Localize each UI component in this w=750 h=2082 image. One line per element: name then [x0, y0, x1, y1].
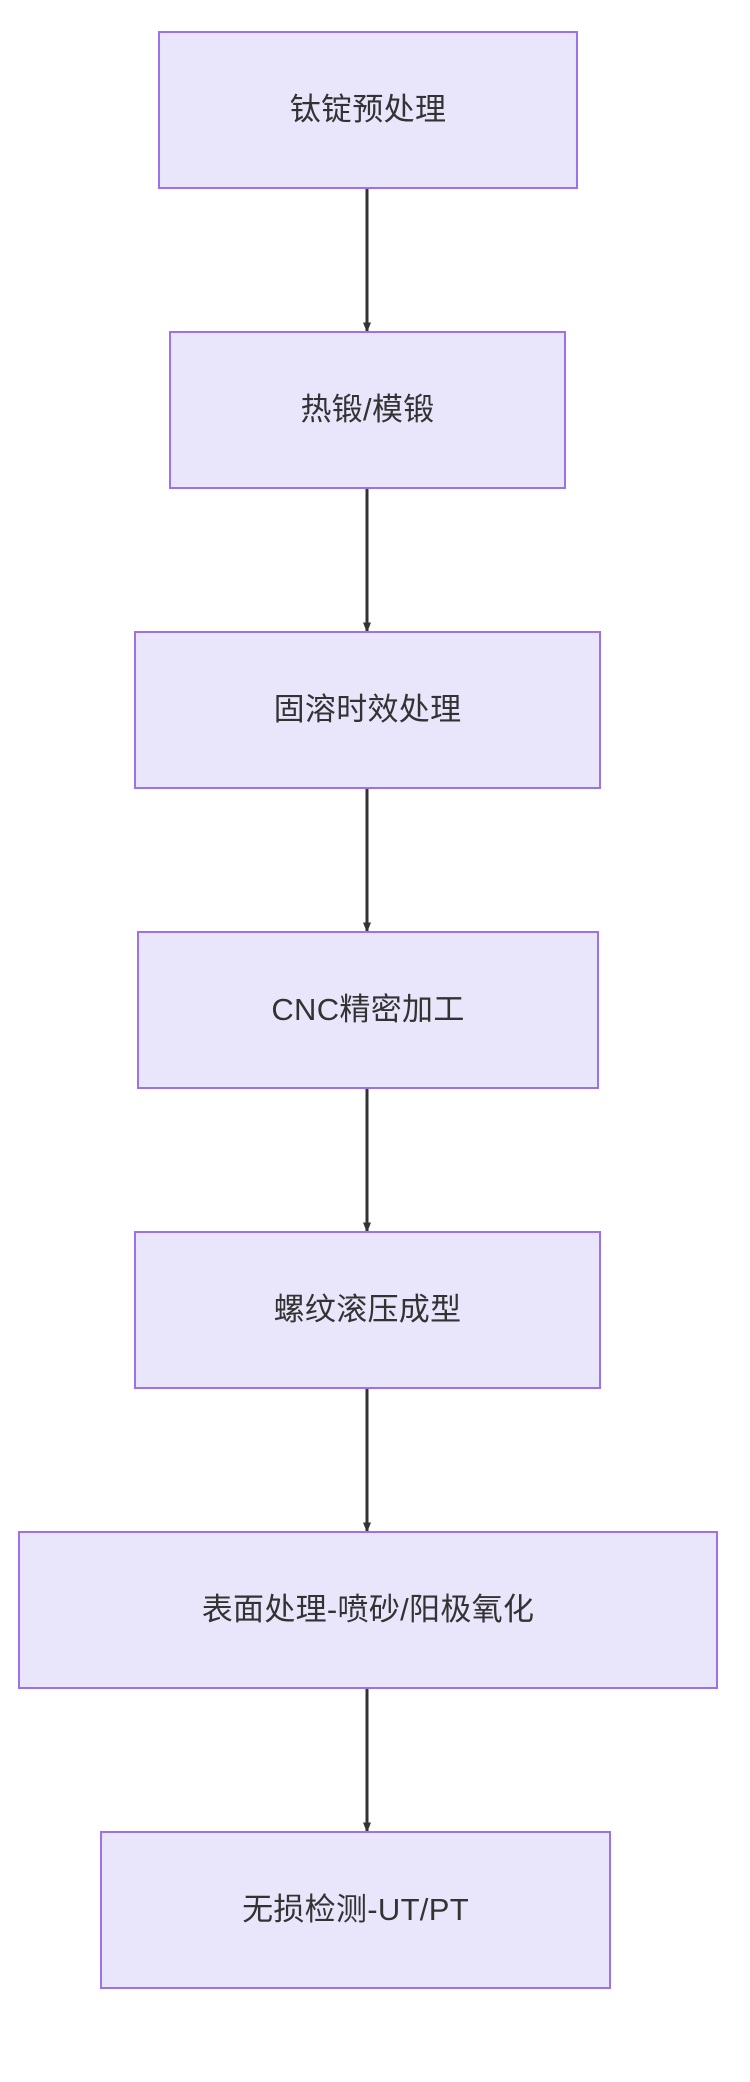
flow-node-label: 螺纹滚压成型	[273, 1291, 462, 1327]
flow-node-n1[interactable]: 钛锭预处理	[158, 31, 578, 189]
flow-node-n5[interactable]: 螺纹滚压成型	[134, 1231, 601, 1389]
flow-node-label: 固溶时效处理	[273, 691, 462, 727]
flow-node-n4[interactable]: CNC精密加工	[137, 931, 599, 1089]
flow-node-n3[interactable]: 固溶时效处理	[134, 631, 601, 789]
flow-node-n2[interactable]: 热锻/模锻	[169, 331, 566, 489]
flow-node-label: 热锻/模锻	[300, 391, 435, 427]
flow-node-label: 表面处理-喷砂/阳极氧化	[201, 1591, 535, 1627]
flow-node-label: CNC精密加工	[271, 991, 465, 1027]
flow-node-label: 无损检测-UT/PT	[242, 1891, 469, 1927]
flow-node-n7[interactable]: 无损检测-UT/PT	[100, 1831, 611, 1989]
flow-node-n6[interactable]: 表面处理-喷砂/阳极氧化	[18, 1531, 718, 1689]
flow-node-label: 钛锭预处理	[289, 91, 447, 127]
